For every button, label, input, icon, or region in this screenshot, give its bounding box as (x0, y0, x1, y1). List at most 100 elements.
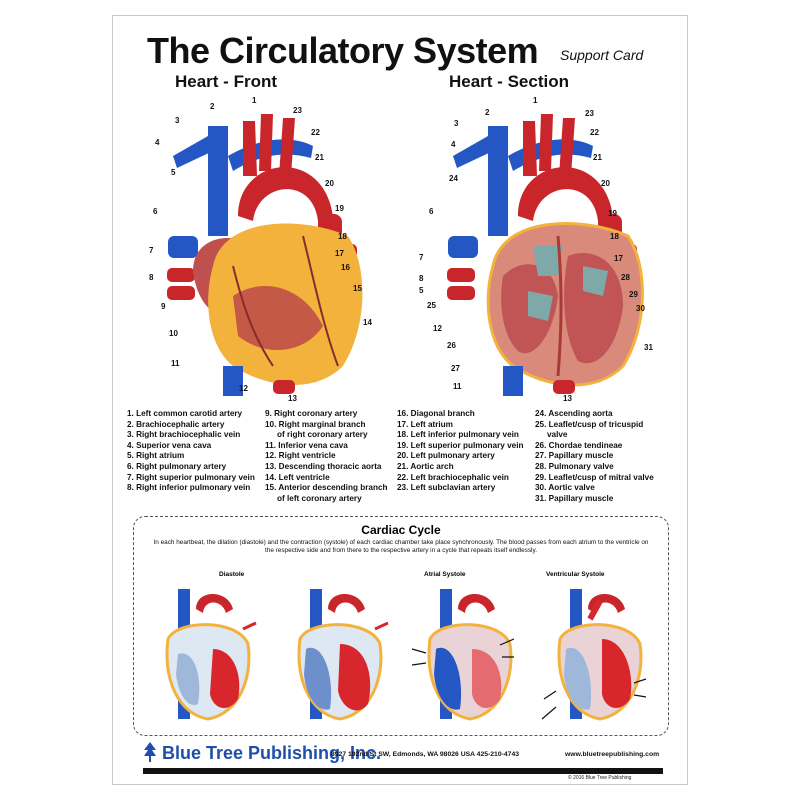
legend-item: 16. Diagonal branch (397, 409, 523, 420)
heading-heart-section: Heart - Section (449, 72, 569, 92)
section-label: 24 (449, 174, 458, 183)
support-card: The Circulatory System Support Card Hear… (112, 15, 688, 785)
footer-divider (143, 768, 663, 774)
legend-item: 21. Aortic arch (397, 462, 523, 473)
section-label: 29 (629, 290, 638, 299)
heart-front-illustration (153, 96, 393, 406)
cardiac-cycle-description: In each heartbeat, the dilation (diastol… (152, 539, 650, 556)
legend-item: 11. Inferior vena cava (265, 441, 388, 452)
section-label: 8 (419, 274, 423, 283)
section-label: 18 (610, 232, 619, 241)
front-label: 11 (171, 359, 179, 368)
section-label: 26 (447, 341, 456, 350)
legend-item: of left coronary artery (265, 494, 388, 505)
legend-item: 19. Left superior pulmonary vein (397, 441, 523, 452)
front-label: 8 (149, 273, 153, 282)
legend-item: 1. Left common carotid artery (127, 409, 255, 420)
publisher-website-link[interactable]: www.bluetreepublishing.com (565, 751, 659, 758)
front-label: 15 (353, 284, 362, 293)
legend-item: 10. Right marginal branch (265, 420, 388, 431)
legend-item: valve (535, 430, 654, 441)
front-label: 14 (363, 318, 372, 327)
section-label: 25 (427, 301, 436, 310)
tree-icon (143, 742, 157, 762)
section-label: 19 (608, 209, 617, 218)
cycle-heart-3 (410, 579, 520, 729)
legend-column-2: 9. Right coronary artery 10. Right margi… (265, 409, 388, 504)
front-label: 16 (341, 263, 350, 272)
legend-item: 23. Left subclavian artery (397, 483, 523, 494)
section-label: 13 (563, 394, 572, 403)
section-label: 31 (644, 343, 653, 352)
section-label: 6 (429, 207, 433, 216)
page-subtitle: Support Card (560, 47, 643, 63)
section-label: 12 (433, 324, 442, 333)
legend-column-4: 24. Ascending aorta 25. Leaflet/cusp of … (535, 409, 654, 504)
front-label: 17 (335, 249, 344, 258)
front-label: 2 (210, 102, 214, 111)
cardiac-cycle-panel: Cardiac Cycle In each heartbeat, the dil… (133, 516, 669, 736)
front-label: 23 (293, 106, 302, 115)
front-label: 9 (161, 302, 165, 311)
front-label: 13 (288, 394, 297, 403)
legend-column-3: 16. Diagonal branch 17. Left atrium 18. … (397, 409, 523, 494)
front-label: 18 (338, 232, 347, 241)
section-label: 1 (533, 96, 537, 105)
legend-item: 20. Left pulmonary artery (397, 451, 523, 462)
legend-item: 27. Papillary muscle (535, 451, 654, 462)
front-label: 12 (239, 384, 248, 393)
legend-column-1: 1. Left common carotid artery 2. Brachio… (127, 409, 255, 494)
legend-item: 2. Brachiocephalic artery (127, 420, 255, 431)
section-label: 21 (593, 153, 602, 162)
legend-item: 22. Left brachiocephalic vein (397, 473, 523, 484)
front-label: 1 (252, 96, 256, 105)
front-label: 5 (171, 168, 175, 177)
cycle-heart-4 (540, 579, 650, 729)
legend-item: 14. Left ventricle (265, 473, 388, 484)
legend-item: 8. Right inferior pulmonary vein (127, 483, 255, 494)
legend-item: 28. Pulmonary valve (535, 462, 654, 473)
section-label: 27 (451, 364, 460, 373)
cycle-heart-2 (280, 579, 390, 729)
legend-item: 24. Ascending aorta (535, 409, 654, 420)
legend-item: 18. Left inferior pulmonary vein (397, 430, 523, 441)
legend-item: 31. Papillary muscle (535, 494, 654, 505)
heart-section-illustration (433, 96, 673, 406)
section-label: 7 (419, 253, 423, 262)
legend-item: 5. Right atrium (127, 451, 255, 462)
section-label: 3 (454, 119, 458, 128)
front-label: 22 (311, 128, 320, 137)
section-label: 20 (601, 179, 610, 188)
front-label: 21 (315, 153, 324, 162)
front-label: 4 (155, 138, 159, 147)
phase-label-atrial-systole: Atrial Systole (424, 571, 466, 578)
front-label: 10 (169, 329, 178, 338)
section-label: 30 (636, 304, 645, 313)
section-label: 11 (453, 382, 461, 391)
section-label: 4 (451, 140, 455, 149)
legend-item: 6. Right pulmonary artery (127, 462, 255, 473)
legend-item: of right coronary artery (265, 430, 388, 441)
phase-label-ventricular-systole: Ventricular Systole (546, 571, 605, 578)
section-label: 28 (621, 273, 630, 282)
legend-item: 29. Leaflet/cusp of mitral valve (535, 473, 654, 484)
legend-item: 12. Right ventricle (265, 451, 388, 462)
section-label: 17 (614, 254, 623, 263)
heading-heart-front: Heart - Front (175, 72, 277, 92)
legend-item: 26. Chordae tendineae (535, 441, 654, 452)
front-label: 6 (153, 207, 157, 216)
legend-item: 4. Superior vena cava (127, 441, 255, 452)
phase-label-diastole: Diastole (219, 571, 244, 578)
cardiac-cycle-title: Cardiac Cycle (134, 523, 668, 537)
legend-item: 30. Aortic valve (535, 483, 654, 494)
section-label: 2 (485, 108, 489, 117)
section-label: 5 (419, 286, 423, 295)
legend-item: 13. Descending thoracic aorta (265, 462, 388, 473)
front-label: 7 (149, 246, 153, 255)
legend-item: 25. Leaflet/cusp of tricuspid (535, 420, 654, 431)
copyright: © 2016 Blue Tree Publishing (568, 775, 631, 781)
section-label: 22 (590, 128, 599, 137)
front-label: 20 (325, 179, 334, 188)
front-label: 19 (335, 204, 344, 213)
legend-item: 7. Right superior pulmonary vein (127, 473, 255, 484)
